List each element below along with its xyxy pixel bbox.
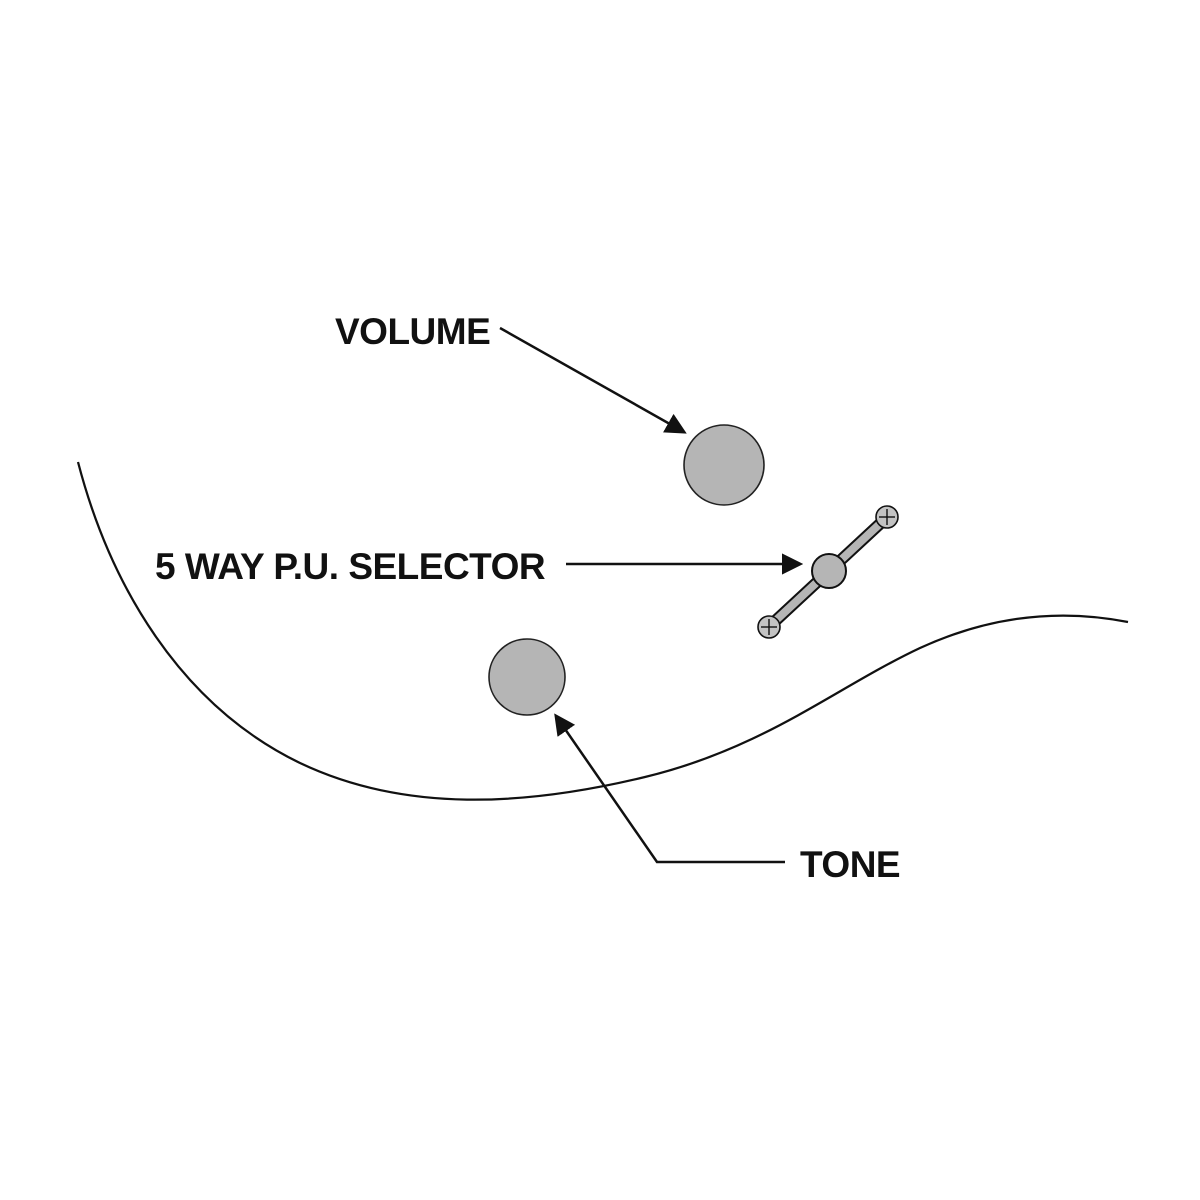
selector-label: 5 WAY P.U. SELECTOR: [155, 546, 545, 587]
tone-arrow: [554, 713, 785, 864]
tone-label: TONE: [800, 844, 900, 885]
volume-label: VOLUME: [335, 311, 490, 352]
volume-knob: [683, 424, 765, 506]
selector-lever-base: [811, 553, 847, 589]
tone-knob: [488, 638, 566, 716]
selector-screw-right: [875, 505, 899, 529]
guitar-body-outline-curve: [76, 461, 1129, 801]
volume-arrow: [499, 326, 687, 434]
selector-screw-left: [757, 615, 781, 639]
pickup-selector-switch: [757, 505, 899, 639]
